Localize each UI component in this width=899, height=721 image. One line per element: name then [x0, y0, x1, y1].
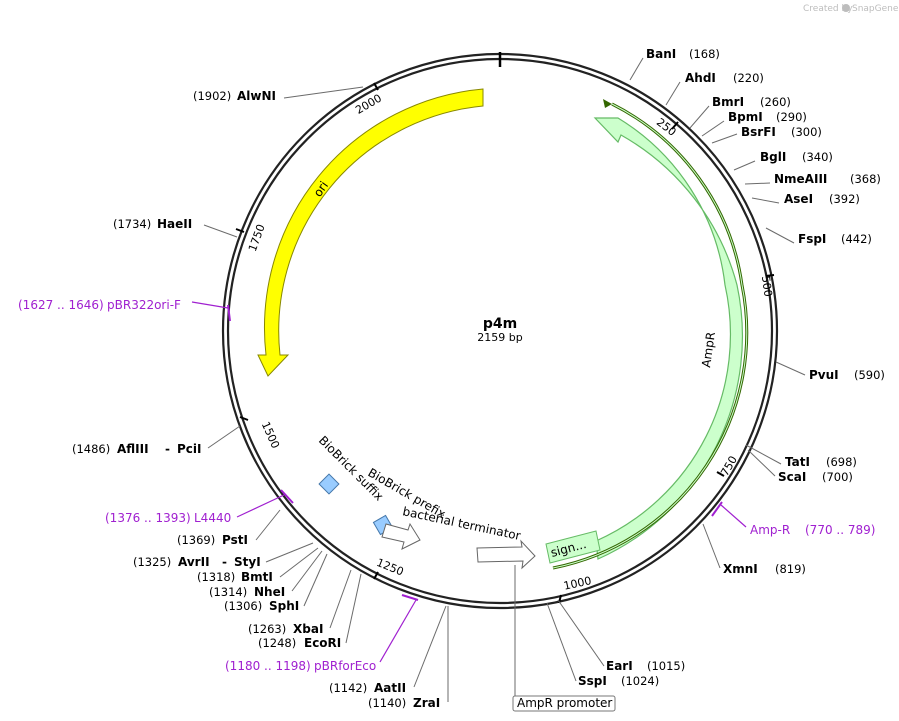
svg-text:(1325): (1325): [133, 555, 171, 569]
ampr-cds-line: [552, 102, 749, 570]
site-bpmi: BpmI: [728, 110, 763, 124]
site-eari: EarI: [606, 659, 633, 673]
site-sspi: SspI: [578, 674, 607, 688]
ampr-promoter-box: [512, 695, 616, 712]
svg-text:(368): (368): [850, 172, 881, 186]
site-ahdi: AhdI: [685, 71, 716, 85]
site-tati: TatI: [785, 455, 810, 469]
svg-text:(168): (168): [689, 47, 720, 61]
svg-text:(700): (700): [822, 470, 853, 484]
svg-text:-: -: [165, 442, 170, 456]
site-scai: ScaI: [778, 470, 806, 484]
site-bmri: BmrI: [712, 95, 744, 109]
credit-prefix: Created by: [803, 4, 853, 14]
site-fspi: FspI: [798, 232, 826, 246]
restriction-sites-right: BanI (168) AhdI (220) BmrI (260) BpmI (2…: [578, 47, 885, 688]
primer-pbrforeco-label: pBRforEco: [314, 659, 376, 673]
site-alwni: AlwNI: [237, 89, 276, 103]
right-leaders: [546, 57, 806, 682]
primer-l4440-label: L4440: [194, 511, 231, 525]
ampr-feature[interactable]: [593, 117, 744, 560]
primer-pbrforeco-marker[interactable]: [401, 594, 419, 601]
site-avrii: AvrII: [178, 555, 210, 569]
svg-text:(698): (698): [826, 455, 857, 469]
site-sphi: SphI: [269, 599, 299, 613]
site-bmti: BmtI: [241, 570, 273, 584]
svg-text:(300): (300): [791, 125, 822, 139]
site-ecori: EcoRI: [304, 636, 341, 650]
primer-labels: (1627 .. 1646) pBR322ori-F (1376 .. 1393…: [18, 298, 875, 673]
bacterial-terminator-feature[interactable]: [381, 522, 421, 550]
svg-text:(1180 .. 1198): (1180 .. 1198): [225, 659, 311, 673]
primer-pbr322ori-f-label: pBR322ori-F: [107, 298, 181, 312]
plasmid-length: 2159 bp: [477, 331, 522, 344]
plasmid-name: p4m: [483, 316, 517, 332]
svg-text:(290): (290): [776, 110, 807, 124]
svg-text:(220): (220): [733, 71, 764, 85]
credit-brand: SnapGene: [852, 4, 899, 14]
tick-label-500: 500: [759, 275, 775, 298]
left-leaders: [203, 86, 449, 702]
svg-text:(1376 .. 1393): (1376 .. 1393): [105, 511, 191, 525]
primer-l4440-marker[interactable]: [280, 489, 294, 504]
ampr-promoter-label: AmpR promoter: [517, 696, 612, 710]
svg-text:(1318): (1318): [197, 570, 235, 584]
site-xbai: XbaI: [293, 622, 323, 636]
svg-text:(819): (819): [775, 562, 806, 576]
site-haeii: HaeII: [157, 217, 192, 231]
svg-text:(1902): (1902): [193, 89, 231, 103]
site-bgli: BglI: [760, 150, 786, 164]
svg-text:(770 .. 789): (770 .. 789): [805, 523, 875, 537]
svg-text:(442): (442): [841, 232, 872, 246]
tick-marks: [235, 82, 775, 604]
svg-text:(1142): (1142): [329, 681, 367, 695]
svg-text:(1486): (1486): [72, 442, 110, 456]
site-xmni: XmnI: [723, 562, 758, 576]
site-asei: AseI: [784, 192, 813, 206]
terminator-label: bacterial terminator: [401, 504, 522, 543]
site-psti: PstI: [222, 533, 248, 547]
svg-text:(1314): (1314): [209, 585, 247, 599]
signal-sequence-feature[interactable]: [545, 530, 601, 564]
svg-text:(1306): (1306): [224, 599, 262, 613]
svg-text:(260): (260): [760, 95, 791, 109]
site-styi: StyI: [234, 555, 261, 569]
primer-amp-r-marker[interactable]: [711, 501, 723, 517]
ampr-label: AmpR: [699, 331, 718, 368]
svg-text:(590): (590): [854, 368, 885, 382]
ampr-promoter-feature[interactable]: [476, 539, 536, 570]
svg-text:(1248): (1248): [258, 636, 296, 650]
svg-text:(340): (340): [802, 150, 833, 164]
restriction-sites-left: (1902) AlwNI (1734) HaeII (1486) AflIII …: [72, 89, 440, 710]
svg-text:(392): (392): [829, 192, 860, 206]
svg-text:(1369): (1369): [177, 533, 215, 547]
site-zrai: ZraI: [413, 696, 440, 710]
tick-label-2000: 2000: [353, 92, 384, 117]
tick-label-1000: 1000: [562, 574, 592, 593]
ampr-cds-line-inner: [552, 103, 748, 569]
tick-label-1500: 1500: [259, 420, 282, 451]
site-aatii: AatII: [374, 681, 406, 695]
svg-text:(1140): (1140): [368, 696, 406, 710]
site-nhei: NheI: [254, 585, 285, 599]
site-nmeaiii: NmeAIII: [774, 172, 827, 186]
primer-pbr322ori-f-marker[interactable]: [227, 304, 231, 322]
svg-text:(1627 .. 1646): (1627 .. 1646): [18, 298, 104, 312]
svg-text:(1263): (1263): [248, 622, 286, 636]
ori-feature[interactable]: [257, 88, 484, 377]
ampr-cds-arrowhead: [603, 99, 612, 108]
svg-text:-: -: [222, 555, 227, 569]
primer-amp-r-label: Amp-R: [750, 523, 790, 537]
site-pvui: PvuI: [809, 368, 839, 382]
site-afliii: AflIII: [117, 442, 149, 456]
site-pcii: PciI: [177, 442, 202, 456]
site-bsrfi: BsrFI: [741, 125, 776, 139]
biobrick-suffix-feature[interactable]: [318, 473, 340, 495]
svg-text:(1024): (1024): [621, 674, 659, 688]
site-bani: BanI: [646, 47, 676, 61]
svg-text:(1015): (1015): [647, 659, 685, 673]
snapgene-logo-icon: [842, 4, 850, 12]
svg-text:(1734): (1734): [113, 217, 151, 231]
